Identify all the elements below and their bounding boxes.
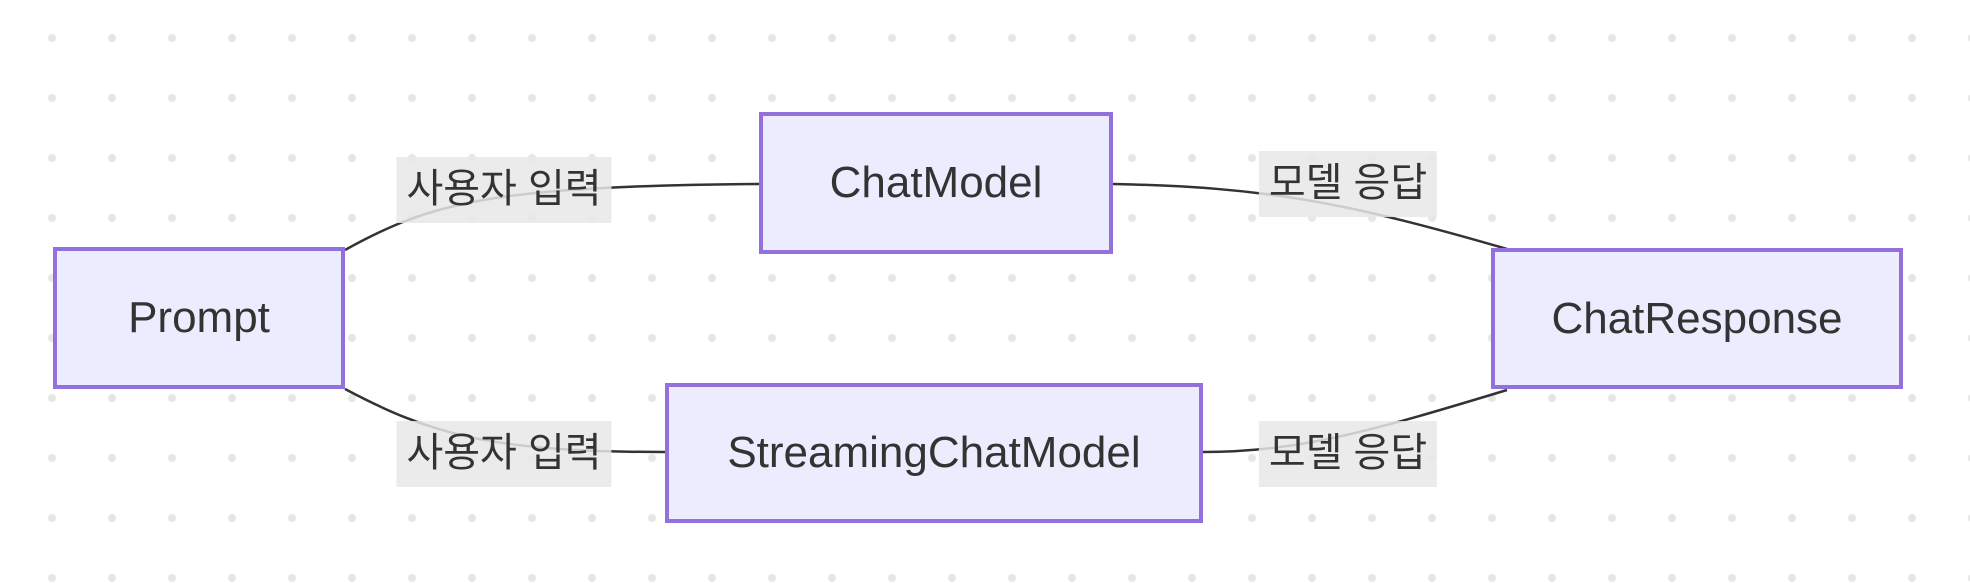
edge-label-user-input-bottom: 사용자 입력 (396, 421, 612, 487)
edge-label-user-input-top: 사용자 입력 (396, 157, 612, 223)
edge-label-model-response-top: 모델 응답 (1258, 151, 1438, 217)
node-chat-model[interactable]: ChatModel (759, 112, 1113, 254)
node-prompt[interactable]: Prompt (53, 247, 345, 389)
node-chat-response[interactable]: ChatResponse (1491, 248, 1903, 389)
node-streaming-chat-model[interactable]: StreamingChatModel (665, 383, 1203, 523)
edge-label-model-response-bottom: 모델 응답 (1258, 421, 1438, 487)
